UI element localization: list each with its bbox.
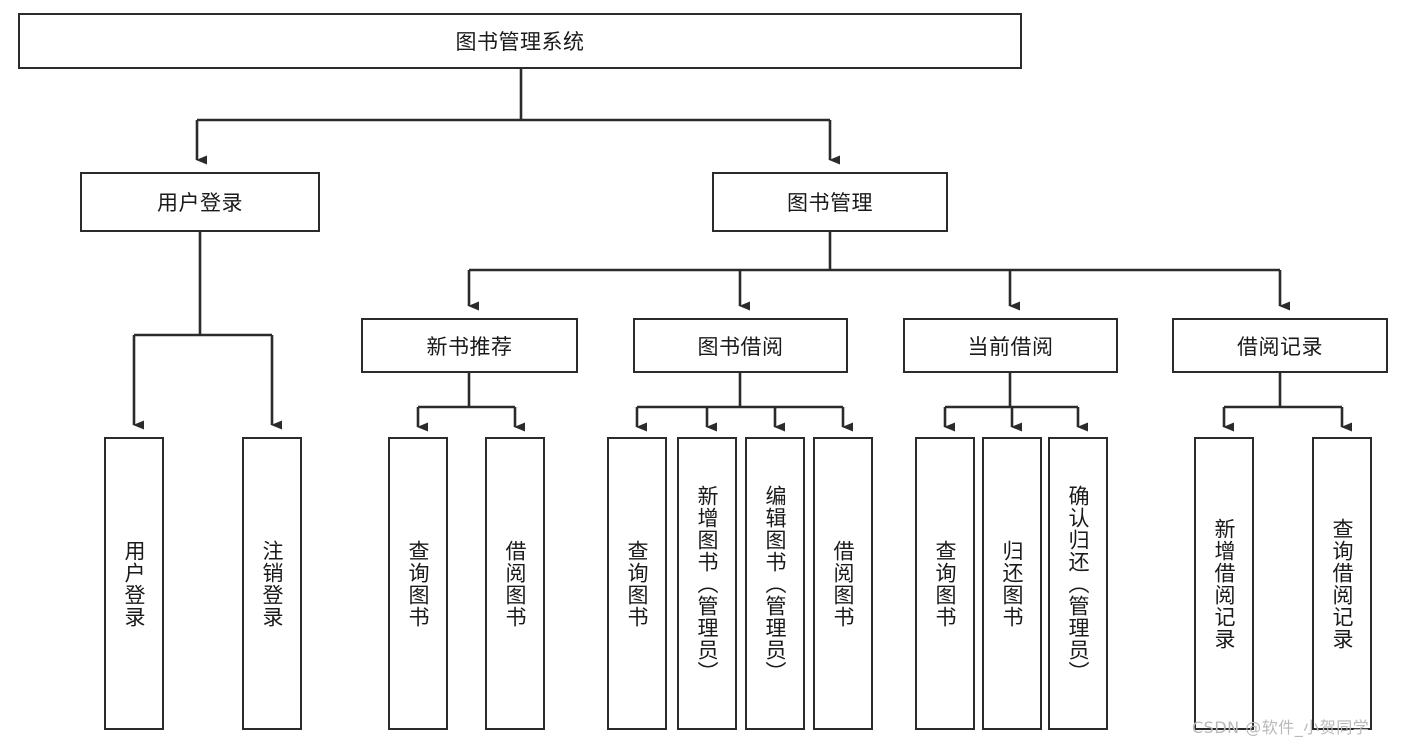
node-return-book-label: 归还图书	[1000, 539, 1025, 628]
node-return-book[interactable]: 归还图书	[982, 437, 1042, 730]
node-borrow-records[interactable]: 借阅记录	[1172, 318, 1388, 373]
node-query-book-1[interactable]: 查询图书	[388, 437, 448, 730]
node-book-management[interactable]: 图书管理	[712, 172, 948, 232]
node-add-borrow-record[interactable]: 新增借阅记录	[1194, 437, 1254, 730]
node-current-borrow-label: 当前借阅	[967, 334, 1054, 359]
node-query-book-3[interactable]: 查询图书	[915, 437, 975, 730]
node-book-management-label: 图书管理	[787, 191, 873, 215]
node-book-borrow-label: 图书借阅	[697, 334, 784, 359]
node-root-label: 图书管理系统	[455, 30, 585, 54]
node-book-borrow[interactable]: 图书借阅	[633, 318, 848, 373]
node-query-book-2-label: 查询图书	[625, 539, 650, 628]
node-query-book-1-label: 查询图书	[406, 539, 431, 628]
node-user-login[interactable]: 用户登录	[80, 172, 320, 232]
node-user-logout-label: 注销登录	[260, 539, 285, 628]
node-root[interactable]: 图书管理系统	[18, 13, 1022, 69]
node-query-book-2[interactable]: 查询图书	[607, 437, 667, 730]
node-query-borrow-record[interactable]: 查询借阅记录	[1312, 437, 1372, 730]
node-borrow-book-2[interactable]: 借阅图书	[813, 437, 873, 730]
node-query-borrow-record-label: 查询借阅记录	[1330, 517, 1355, 650]
node-confirm-return-admin-label: 确认归还（管理员）	[1066, 484, 1091, 683]
node-add-book-admin[interactable]: 新增图书（管理员）	[677, 437, 737, 730]
node-add-borrow-record-label: 新增借阅记录	[1212, 517, 1237, 650]
node-borrow-book-1-label: 借阅图书	[503, 539, 528, 628]
node-borrow-book-1[interactable]: 借阅图书	[485, 437, 545, 730]
node-borrow-book-2-label: 借阅图书	[831, 539, 856, 628]
node-borrow-records-label: 借阅记录	[1237, 334, 1323, 359]
node-edit-book-admin[interactable]: 编辑图书（管理员）	[745, 437, 805, 730]
node-user-logout[interactable]: 注销登录	[242, 437, 302, 730]
node-edit-book-admin-label: 编辑图书（管理员）	[763, 484, 788, 683]
node-user-login-do[interactable]: 用户登录	[104, 437, 164, 730]
node-user-login-label: 用户登录	[157, 191, 243, 215]
node-current-borrow[interactable]: 当前借阅	[903, 318, 1118, 373]
node-new-book-recommend-label: 新书推荐	[426, 334, 513, 359]
node-add-book-admin-label: 新增图书（管理员）	[695, 484, 720, 683]
node-new-book-recommend[interactable]: 新书推荐	[361, 318, 578, 373]
node-user-login-do-label: 用户登录	[122, 539, 147, 628]
node-query-book-3-label: 查询图书	[933, 539, 958, 628]
node-confirm-return-admin[interactable]: 确认归还（管理员）	[1048, 437, 1108, 730]
